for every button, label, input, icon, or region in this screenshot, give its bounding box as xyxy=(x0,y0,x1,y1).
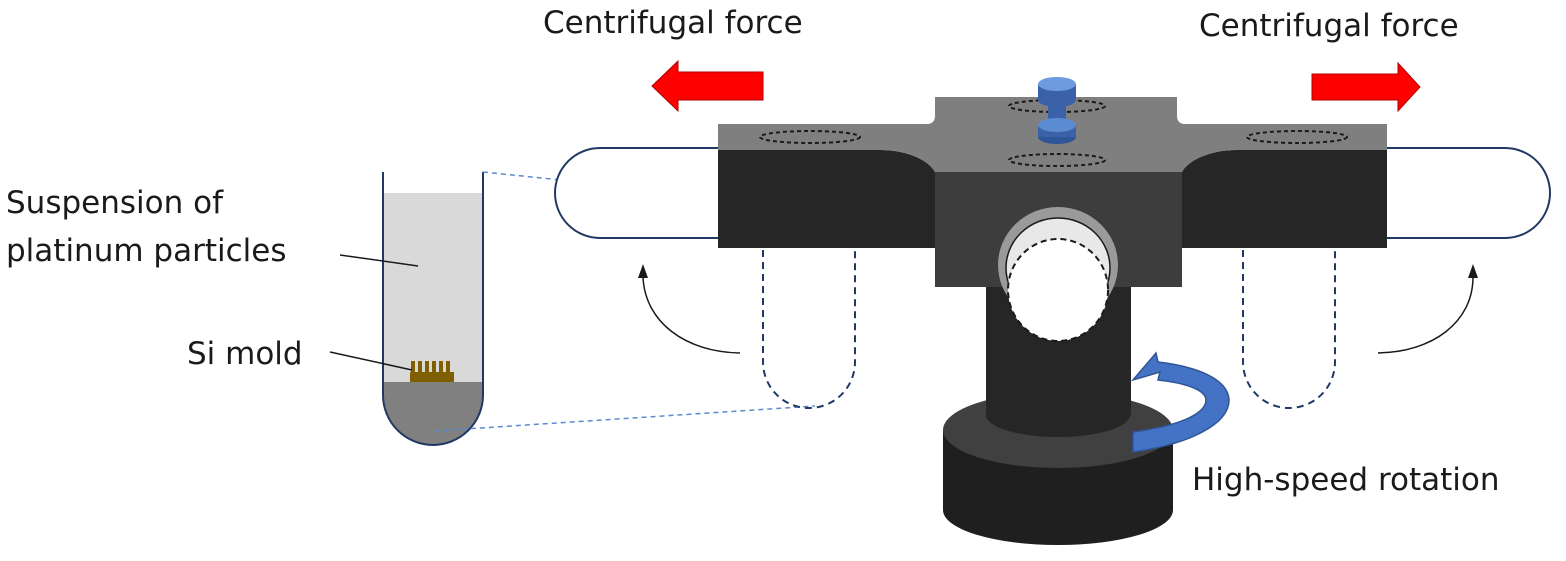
hanging-bucket-right xyxy=(1242,250,1336,409)
force-arrow-right-icon xyxy=(1311,61,1421,113)
swing-arrow-left xyxy=(642,276,741,354)
bucket-left xyxy=(554,147,720,239)
hanging-bucket-left xyxy=(762,250,856,409)
swing-arrow-right xyxy=(1377,276,1474,354)
force-arrow-left-icon xyxy=(651,59,764,113)
rotation-arrow-icon xyxy=(1130,351,1230,453)
si-mold-leader-line xyxy=(329,351,413,371)
si-mold-icon xyxy=(410,361,454,382)
suspension-fill xyxy=(383,193,483,388)
suspension-leader-line xyxy=(339,254,419,267)
sediment-fill xyxy=(383,382,483,445)
zoom-line-bottom xyxy=(434,405,816,432)
bucket-right xyxy=(1385,147,1551,239)
test-tube xyxy=(382,172,484,446)
knob-icon xyxy=(1038,77,1076,144)
suspension-label-line2: platinum particles xyxy=(6,233,287,269)
high-speed-rotation-label: High-speed rotation xyxy=(1192,462,1500,498)
suspension-label-line1: Suspension of xyxy=(6,185,223,221)
centrifugal-force-label-right: Centrifugal force xyxy=(1199,8,1459,44)
si-mold-label: Si mold xyxy=(187,336,303,372)
centrifugal-force-label-left: Centrifugal force xyxy=(543,5,803,41)
